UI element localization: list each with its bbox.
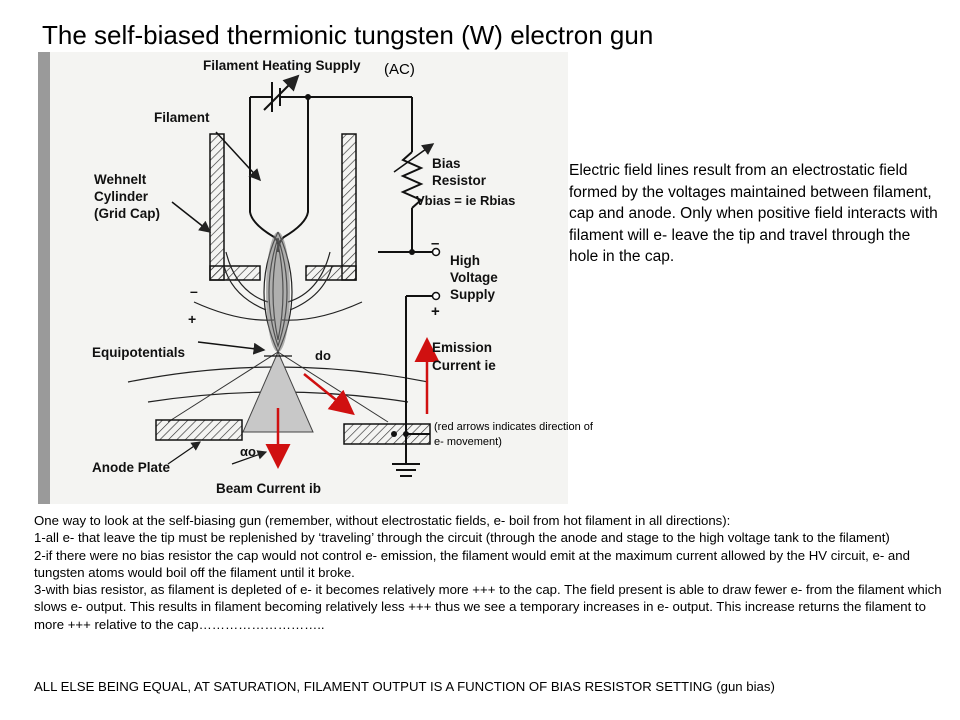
- hv-terminal-minus: [431, 247, 441, 257]
- hv-minus-sign: –: [431, 235, 439, 252]
- alpha0-label: αo: [240, 444, 256, 459]
- hv-label-line2: Voltage: [450, 270, 498, 285]
- beam-crossover-lobe: [266, 232, 290, 352]
- high-voltage-wiring: [392, 295, 436, 477]
- anode-plate-left: [155, 419, 243, 441]
- ac-label: (AC): [384, 61, 415, 78]
- beam-current-label: Beam Current ib: [216, 481, 321, 496]
- bias-label-line1: Bias: [432, 156, 461, 171]
- junction-dot: [409, 249, 415, 255]
- vbias-equation: Vbias = ie Rbias: [416, 193, 515, 208]
- electron-gun-diagram: Filament Heating Supply Filament Wehnelt…: [38, 52, 568, 504]
- diagonal-red-arrow: [303, 373, 355, 416]
- bias-label-line2: Resistor: [432, 173, 487, 188]
- wehnelt-pointer: [171, 201, 212, 233]
- notes-point-2: 2-if there were no bias resistor the cap…: [34, 547, 910, 580]
- junction-dot: [403, 431, 409, 437]
- junction-dot: [305, 94, 311, 100]
- cap-plus-sign: +: [188, 311, 196, 327]
- notes-intro: One way to look at the self-biasing gun …: [34, 513, 731, 528]
- junction-dot: [391, 431, 397, 437]
- anode-plate-label: Anode Plate: [92, 460, 171, 475]
- wehnelt-right-lip: [305, 265, 357, 281]
- bias-resistor-symbol: [400, 151, 424, 209]
- wehnelt-label-line2: Cylinder: [94, 189, 149, 204]
- filament-label: Filament: [154, 110, 210, 125]
- notes-point-3: 3-with bias resistor, as filament is dep…: [34, 582, 942, 632]
- wehnelt-right-wall: [341, 133, 357, 281]
- self-biasing-notes: One way to look at the self-biasing gun …: [34, 512, 944, 633]
- emission-current-line1: Emission: [432, 340, 492, 355]
- bias-adjust-arrow: [393, 143, 435, 173]
- wehnelt-left-lip: [209, 265, 261, 281]
- field-lines-explanation: Electric field lines result from an elec…: [569, 162, 938, 265]
- emission-current-line2: Current ie: [432, 358, 496, 373]
- cone-line: [167, 351, 279, 423]
- wehnelt-left-wall: [209, 133, 225, 281]
- anode-pointer: [167, 441, 201, 465]
- wehnelt-label-line1: Wehnelt: [94, 172, 147, 187]
- red-arrow-note: (red arrows indicates direction of e- mo…: [434, 421, 593, 448]
- wehnelt-label-line3: (Grid Cap): [94, 206, 160, 221]
- hv-label-line1: High: [450, 253, 480, 268]
- hv-plus-sign: +: [431, 303, 440, 320]
- closing-statement: ALL ELSE BEING EQUAL, AT SATURATION, FIL…: [34, 679, 775, 694]
- equipotentials-label: Equipotentials: [92, 345, 185, 360]
- hv-label-line3: Supply: [450, 287, 495, 302]
- filament-heating-supply-label: Filament Heating Supply: [203, 58, 361, 73]
- cap-minus-sign: –: [190, 283, 198, 299]
- cone-line: [277, 351, 389, 423]
- d0-label: do: [315, 348, 331, 363]
- scan-edge: [38, 52, 50, 504]
- filament-heating-supply-symbol: [249, 74, 413, 192]
- equipotentials-pointer: [197, 341, 266, 355]
- hv-terminal-plus: [431, 291, 441, 301]
- alpha-pointer: [231, 450, 268, 465]
- page-title: The self-biased thermionic tungsten (W) …: [42, 20, 654, 50]
- notes-point-1: 1-all e- that leave the tip must be repl…: [34, 530, 890, 546]
